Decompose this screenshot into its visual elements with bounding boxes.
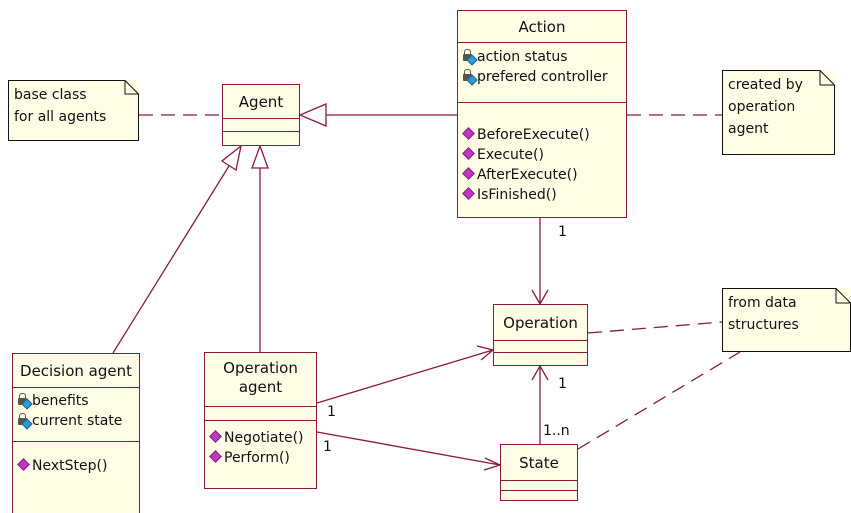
note-text: created by — [728, 77, 803, 93]
public-operation-icon — [462, 146, 475, 160]
class-compartment — [494, 353, 587, 365]
operation-row: IsFinished() — [458, 185, 626, 205]
class-operation[interactable]: Operation — [493, 304, 588, 366]
class-compartment — [223, 132, 299, 145]
class-action-name: Action — [458, 11, 626, 43]
class-operation-agent[interactable]: Operation agent Negotiate() Perform() — [204, 352, 317, 489]
public-operation-icon — [209, 429, 222, 443]
class-operation-agent-name: Operation agent — [205, 353, 316, 407]
operation-label: Negotiate() — [224, 430, 304, 446]
operation-row: NextStep() — [13, 456, 139, 476]
attribute-label: current state — [32, 413, 123, 429]
note-text: for all agents — [14, 109, 107, 125]
attribute-row: prefered controller — [458, 67, 626, 87]
class-action[interactable]: Action action status prefered controller… — [457, 10, 627, 218]
note-data-link-operation — [587, 321, 723, 334]
attribute-row: action status — [458, 47, 626, 67]
association-opagent-operation — [316, 349, 494, 404]
operation-label: AfterExecute() — [477, 167, 578, 183]
class-agent-name: Agent — [223, 85, 299, 119]
multiplicity-state-operation: 1..n — [543, 423, 570, 439]
note-data-link-state — [577, 351, 741, 450]
note-text: structures — [728, 317, 799, 333]
class-compartment — [494, 341, 587, 353]
public-operation-icon — [462, 166, 475, 180]
generalization-decision-agent — [112, 165, 230, 354]
private-attribute-icon — [17, 393, 33, 410]
class-decision-agent[interactable]: Decision agent benefits current state Ne… — [12, 353, 140, 513]
operation-label: NextStep() — [32, 458, 108, 474]
multiplicity-opagent-state: 1 — [323, 439, 332, 455]
public-operation-icon — [462, 126, 475, 140]
public-operation-icon — [209, 449, 222, 463]
operation-row: BeforeExecute() — [458, 125, 626, 145]
attribute-label: benefits — [32, 393, 89, 409]
class-decision-agent-name: Decision agent — [13, 354, 139, 388]
operation-label: BeforeExecute() — [477, 127, 590, 143]
generalization-arrowhead — [298, 103, 327, 127]
class-state-name: State — [501, 445, 577, 481]
note-text: base class — [14, 87, 87, 103]
note-text: operation — [728, 99, 796, 115]
private-attribute-icon — [462, 49, 478, 66]
generalization-arrowhead — [251, 144, 269, 169]
operation-row: Execute() — [458, 145, 626, 165]
class-operations: NextStep() — [13, 442, 139, 476]
operation-row: Perform() — [205, 448, 316, 468]
attribute-label: prefered controller — [477, 69, 608, 85]
multiplicity-opagent-operation: 1 — [327, 404, 336, 420]
class-attributes: benefits current state — [13, 388, 139, 442]
note-text: from data — [728, 295, 797, 311]
operation-label: Execute() — [477, 147, 544, 163]
attribute-label: action status — [477, 49, 568, 65]
note-shape — [8, 80, 139, 141]
generalization-arrowhead — [220, 144, 243, 172]
class-name-line: Operation — [223, 359, 298, 377]
attribute-row: current state — [13, 411, 139, 431]
class-operations: BeforeExecute() Execute() AfterExecute()… — [458, 103, 626, 205]
public-operation-icon — [462, 186, 475, 200]
class-attributes — [205, 407, 316, 421]
note-shape — [722, 70, 835, 155]
multiplicity-action-operation: 1 — [558, 224, 567, 240]
private-attribute-icon — [462, 69, 478, 86]
note-text: agent — [728, 121, 769, 137]
note-base-class: base class for all agents — [8, 80, 139, 141]
attribute-row: benefits — [13, 391, 139, 411]
class-compartment — [501, 491, 577, 501]
multiplicity-state-operation: 1 — [558, 376, 567, 392]
operation-row: Negotiate() — [205, 428, 316, 448]
class-name-line: agent — [238, 378, 283, 396]
note-created-by: created by operation agent — [722, 70, 835, 155]
class-attributes: action status prefered controller — [458, 43, 626, 103]
operation-label: Perform() — [224, 450, 290, 466]
class-agent[interactable]: Agent — [222, 84, 300, 146]
class-operations: Negotiate() Perform() — [205, 421, 316, 468]
class-operation-name: Operation — [494, 305, 587, 341]
class-state[interactable]: State — [500, 444, 578, 501]
association-arrowhead — [531, 364, 549, 381]
private-attribute-icon — [17, 413, 33, 430]
class-compartment — [223, 119, 299, 132]
association-opagent-state — [316, 431, 501, 466]
note-from-data-structures: from data structures — [722, 288, 851, 352]
operation-label: IsFinished() — [477, 187, 557, 203]
class-compartment — [501, 481, 577, 491]
public-operation-icon — [17, 457, 30, 471]
operation-row: AfterExecute() — [458, 165, 626, 185]
